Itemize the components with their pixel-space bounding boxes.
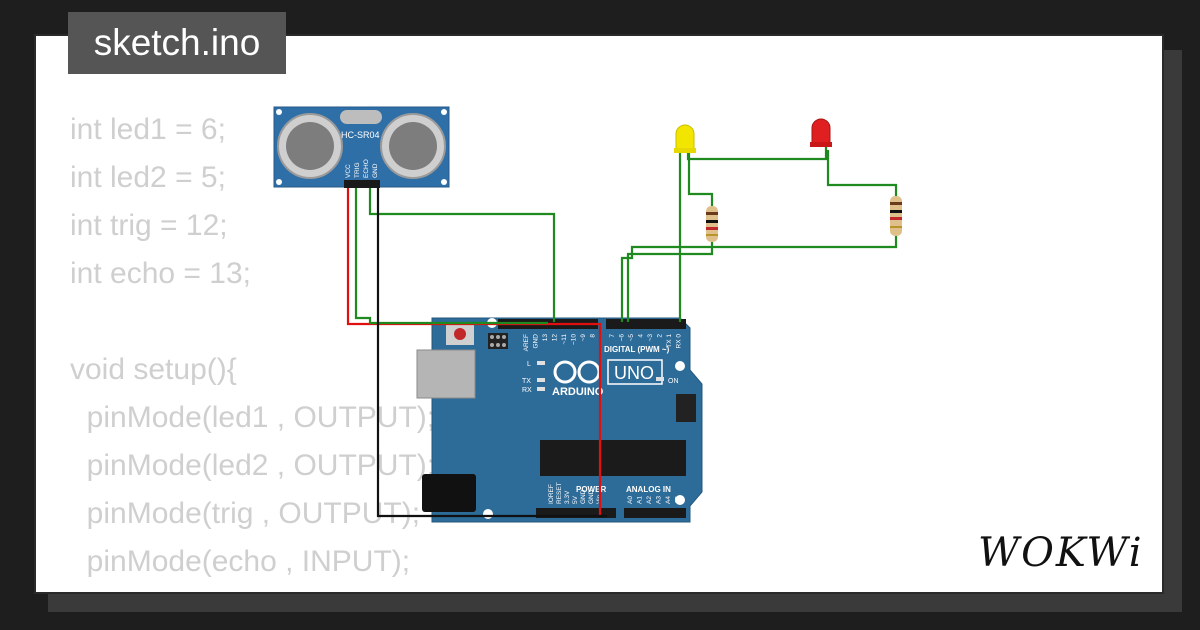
analog-pin-label: A2: [646, 496, 653, 504]
sensor-pin-label: GND: [372, 163, 379, 178]
sensor-hole: [441, 109, 447, 115]
sensor-header: [344, 180, 380, 188]
code-line: pinMode(led1 , OUTPUT);: [70, 401, 436, 434]
power-pin-label: 3.3V: [564, 490, 571, 504]
led-red[interactable]: [810, 118, 832, 147]
code-preview: int led1 = 6; int led2 = 5; int trig = 1…: [70, 106, 435, 586]
digital-pin-label: 12: [552, 334, 559, 342]
digital-pin-label: GND: [533, 334, 540, 349]
digital-pin-label: ~11: [561, 334, 568, 345]
sensor-pin-label: VCC: [345, 164, 352, 178]
analog-pin-label: A5: [675, 496, 682, 504]
led-label-rx: RX: [522, 387, 532, 394]
wire-led1-resistor: [687, 152, 714, 206]
wire-led2-resistor: [826, 150, 898, 196]
transducer-right: [380, 113, 446, 179]
digital-pin-label: ~3: [647, 334, 654, 342]
digital-label: DIGITAL (PWM ~): [604, 345, 670, 354]
wire-led2: [686, 146, 828, 161]
arduino-uno-board[interactable]: ARDUINO UNO DIGITAL (PWM ~) POWER ANALOG…: [416, 317, 703, 523]
led-yellow[interactable]: [674, 124, 696, 153]
code-line: int led1 = 6;: [70, 113, 226, 146]
sensor-hole: [276, 109, 282, 115]
analog-pin-label: A0: [627, 496, 634, 504]
transducer-left: [277, 113, 343, 179]
board-model: UNO: [614, 363, 654, 383]
mounting-hole: [483, 509, 493, 519]
led-label-tx: TX: [522, 378, 531, 385]
board-led-l: [537, 361, 545, 365]
digital-pin-label: ~6: [619, 334, 626, 342]
analog-pin-label: A1: [637, 496, 644, 504]
digital-pin-label: AREF: [523, 334, 530, 351]
analog-pin-label: A4: [665, 496, 672, 504]
board-led-tx: [537, 378, 545, 382]
usb-port: [416, 349, 476, 399]
power-label: POWER: [576, 485, 606, 494]
code-line: pinMode(led2 , OUTPUT);: [70, 449, 436, 482]
wire-resistor2: [620, 236, 898, 322]
sensor-hole: [276, 179, 282, 185]
sensor-hole: [441, 179, 447, 185]
code-line: void setup(){: [70, 353, 237, 386]
resistor-2[interactable]: [890, 196, 902, 236]
code-line: pinMode(trig , OUTPUT);: [70, 497, 421, 530]
digital-pin-label: ~5: [628, 334, 635, 342]
preview-card: int led1 = 6; int led2 = 5; int trig = 1…: [34, 34, 1164, 594]
wokwi-logo-text: WOKWi: [978, 530, 1144, 574]
code-line: int echo = 13;: [70, 257, 251, 290]
microcontroller-chip: [540, 440, 686, 476]
board-led-rx: [537, 387, 545, 391]
digital-pin-label: 4: [638, 334, 645, 338]
power-jack: [422, 474, 476, 512]
wire-trig: [354, 188, 548, 325]
code-line: pinMode(echo , INPUT);: [70, 545, 411, 578]
digital-pin-label: RX 0: [676, 334, 683, 349]
power-pin-label: 5V: [572, 495, 579, 504]
led-label-l: L: [527, 361, 531, 368]
digital-header-right: [606, 319, 686, 329]
icsp-header: [488, 333, 696, 422]
board-model-frame: [607, 359, 663, 385]
power-pin-label: GND: [580, 489, 587, 504]
mounting-hole: [675, 495, 685, 505]
reset-button-cap[interactable]: [454, 328, 466, 340]
wires: [346, 146, 898, 518]
sensor-pin-label: ECHO: [363, 159, 370, 178]
sensor-model: HC-SR04: [341, 130, 380, 140]
digital-pin-label: ~9: [580, 334, 587, 342]
digital-pin-label: 2: [657, 334, 664, 338]
digital-pin-label: 8: [590, 334, 597, 338]
digital-pin-label: 13: [542, 334, 549, 342]
power-header: [536, 508, 616, 518]
crystal-oscillator: [340, 110, 382, 124]
board-led-on: [656, 377, 664, 381]
analog-header: [624, 508, 686, 518]
wire-resistor1-gnd: [626, 240, 714, 322]
wire-gnd: [376, 188, 607, 518]
code-line: int led2 = 5;: [70, 161, 226, 194]
analog-pin-label: A3: [656, 496, 663, 504]
power-pin-label: IOREF: [548, 484, 555, 504]
digital-pin-label: ~10: [571, 334, 578, 345]
digital-pin-label: 7: [609, 334, 616, 338]
resistor-1[interactable]: [706, 206, 718, 242]
digital-pin-label: TX 1: [666, 334, 673, 348]
board-brand: ARDUINO: [552, 386, 604, 398]
code-line: int trig = 12;: [70, 209, 228, 242]
sensor-pin-label: TRIG: [354, 162, 361, 178]
power-pin-label: GND: [588, 489, 595, 504]
file-tab[interactable]: sketch.ino: [68, 12, 286, 74]
analog-label: ANALOG IN: [626, 485, 671, 494]
led-label-on: ON: [668, 378, 679, 385]
wokwi-logo: WOKWi: [978, 530, 1144, 574]
power-pin-label: RESET: [556, 482, 563, 504]
mounting-hole: [675, 361, 685, 371]
wire-echo: [368, 188, 556, 322]
